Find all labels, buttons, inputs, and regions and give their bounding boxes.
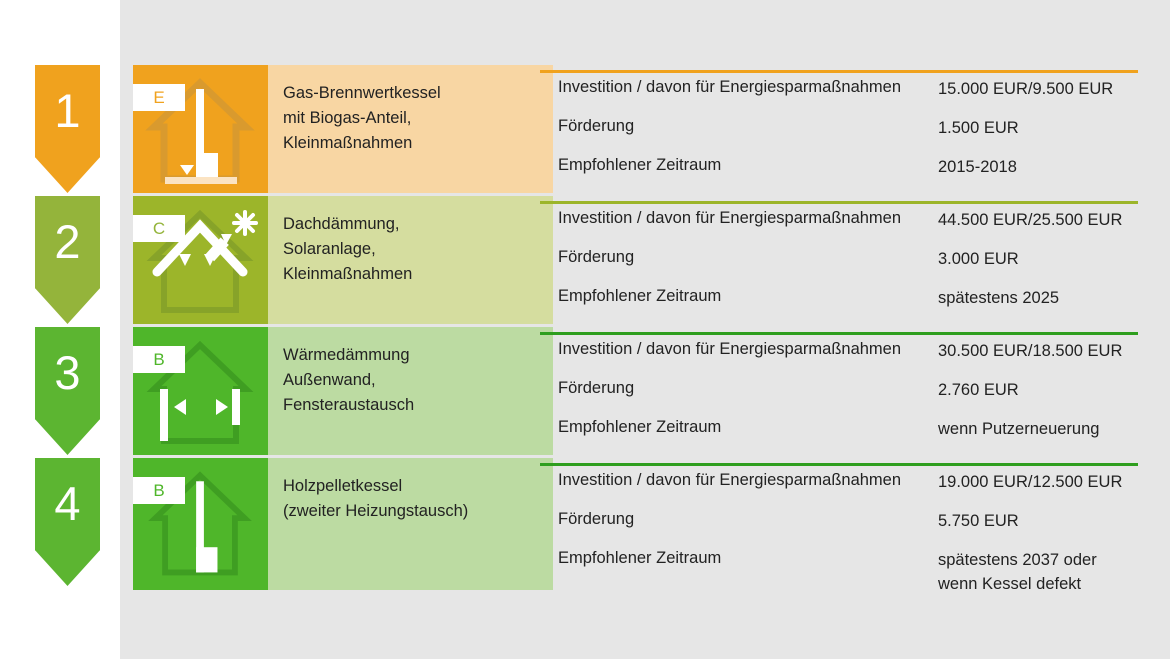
value-investition: 44.500 EUR/25.500 EUR xyxy=(938,211,1123,229)
measure-description: Gas-Brennwertkessel mit Biogas-Anteil, K… xyxy=(283,84,441,152)
icon-tile-3: B xyxy=(133,327,268,455)
efficiency-badge-2: C xyxy=(133,215,185,242)
icon-tile-4: B xyxy=(133,458,268,590)
value-foerderung: 1.500 EUR xyxy=(938,119,1019,137)
efficiency-badge-4: B xyxy=(133,477,185,504)
icon-tile-1: E xyxy=(133,65,268,193)
description-tile-4: Holzpelletkessel (zweiter Heizungstausch… xyxy=(268,458,553,590)
step-marker-column: 1 2 3 4 xyxy=(0,0,120,659)
step-marker-flag: 2 xyxy=(35,196,100,324)
description-tile-1: Gas-Brennwertkessel mit Biogas-Anteil, K… xyxy=(268,65,553,193)
label-foerderung: Förderung xyxy=(558,248,635,266)
efficiency-badge-1: E xyxy=(133,84,185,111)
data-line-zeitraum: Empfohlener Zeitraum 2015-2018 xyxy=(558,155,1138,194)
house-wall-insulation-icon xyxy=(146,340,254,444)
data-line-investition: Investition / davon für Energiesparmaßna… xyxy=(558,77,1138,116)
label-zeitraum: Empfohlener Zeitraum xyxy=(558,418,722,436)
value-investition: 30.500 EUR/18.500 EUR xyxy=(938,342,1123,360)
data-tile-1: Investition / davon für Energiesparmaßna… xyxy=(540,70,1138,194)
value-foerderung: 2.760 EUR xyxy=(938,381,1019,399)
measure-description: Wärmedämmung Außenwand, Fensteraustausch xyxy=(283,346,415,414)
data-line-zeitraum: Empfohlener Zeitraum spätestens 2037 ode… xyxy=(558,548,1138,593)
icon-tile-2: C xyxy=(133,196,268,324)
house-roof-insulation-solar-icon xyxy=(146,209,258,313)
label-zeitraum: Empfohlener Zeitraum xyxy=(558,287,722,305)
step-marker-flag: 4 xyxy=(35,458,100,586)
label-foerderung: Förderung xyxy=(558,379,635,397)
label-zeitraum: Empfohlener Zeitraum xyxy=(558,549,722,567)
description-tile-3: Wärmedämmung Außenwand, Fensteraustausch xyxy=(268,327,553,455)
efficiency-badge-3: B xyxy=(133,346,185,373)
description-tile-2: Dachdämmung, Solaranlage, Kleinmaßnahmen xyxy=(268,196,553,324)
data-line-investition: Investition / davon für Energiesparmaßna… xyxy=(558,208,1138,247)
value-foerderung: 3.000 EUR xyxy=(938,250,1019,268)
label-foerderung: Förderung xyxy=(558,117,635,135)
data-tile-3: Investition / davon für Energiesparmaßna… xyxy=(540,332,1138,456)
data-line-zeitraum: Empfohlener Zeitraum wenn Putzerneuerung xyxy=(558,417,1138,456)
value-zeitraum: spätestens 2025 xyxy=(938,289,1060,307)
data-line-investition: Investition / davon für Energiesparmaßna… xyxy=(558,339,1138,378)
step-number: 3 xyxy=(54,346,81,399)
value-zeitraum: spätestens 2037 oder wenn Kessel defekt xyxy=(938,551,1097,593)
label-investition: Investition / davon für Energiesparmaßna… xyxy=(558,471,902,489)
row-rule xyxy=(540,201,1138,204)
data-tile-2: Investition / davon für Energiesparmaßna… xyxy=(540,201,1138,325)
measure-description: Dachdämmung, Solaranlage, Kleinmaßnahmen xyxy=(283,215,413,283)
step-marker-2: 2 xyxy=(35,196,100,324)
label-investition: Investition / davon für Energiesparmaßna… xyxy=(558,340,902,358)
step-number: 1 xyxy=(54,84,81,137)
data-line-investition: Investition / davon für Energiesparmaßna… xyxy=(558,470,1138,509)
label-foerderung: Förderung xyxy=(558,510,635,528)
house-pellet-boiler-icon xyxy=(148,471,252,576)
row-rule xyxy=(540,463,1138,466)
data-line-zeitraum: Empfohlener Zeitraum spätestens 2025 xyxy=(558,286,1138,325)
step-number: 4 xyxy=(54,477,81,530)
row-rule xyxy=(540,332,1138,335)
label-investition: Investition / davon für Energiesparmaßna… xyxy=(558,78,902,96)
step-marker-1: 1 xyxy=(35,65,100,193)
step-marker-4: 4 xyxy=(35,458,100,586)
data-line-foerderung: Förderung 5.750 EUR xyxy=(558,509,1138,548)
data-line-foerderung: Förderung 2.760 EUR xyxy=(558,378,1138,417)
step-marker-3: 3 xyxy=(35,327,100,455)
value-zeitraum: wenn Putzerneuerung xyxy=(938,420,1100,438)
step-marker-flag: 3 xyxy=(35,327,100,455)
step-number: 2 xyxy=(54,215,81,268)
value-investition: 19.000 EUR/12.500 EUR xyxy=(938,473,1123,491)
label-investition: Investition / davon für Energiesparmaßna… xyxy=(558,209,902,227)
label-zeitraum: Empfohlener Zeitraum xyxy=(558,156,722,174)
value-investition: 15.000 EUR/9.500 EUR xyxy=(938,80,1114,98)
step-marker-flag: 1 xyxy=(35,65,100,193)
house-boiler-icon xyxy=(145,78,255,184)
data-line-foerderung: Förderung 1.500 EUR xyxy=(558,116,1138,155)
data-tile-4: Investition / davon für Energiesparmaßna… xyxy=(540,463,1138,593)
row-rule xyxy=(540,70,1138,73)
value-foerderung: 5.750 EUR xyxy=(938,512,1019,530)
value-zeitraum: 2015-2018 xyxy=(938,158,1017,176)
measure-description: Holzpelletkessel (zweiter Heizungstausch… xyxy=(283,477,469,520)
data-line-foerderung: Förderung 3.000 EUR xyxy=(558,247,1138,286)
